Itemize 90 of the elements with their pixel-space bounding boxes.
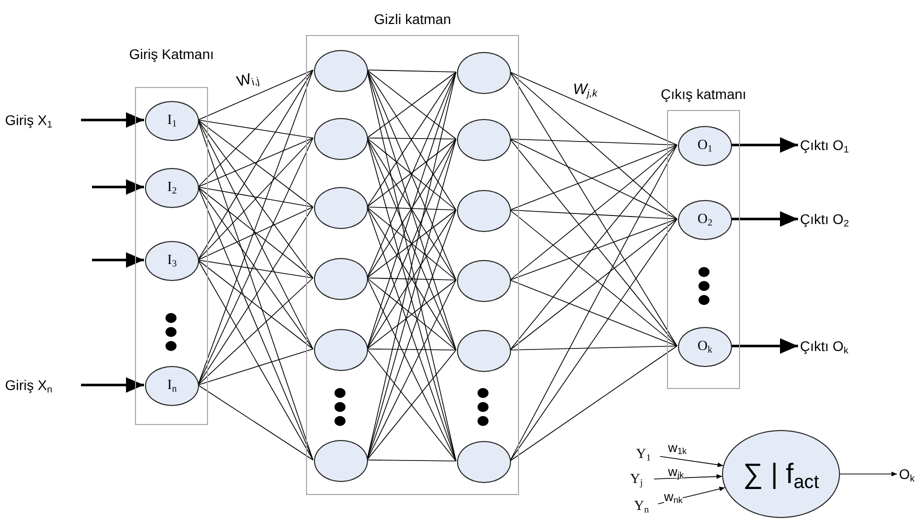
- connection-line: [510, 138, 678, 146]
- connection-line: [510, 218, 678, 462]
- arrow: [92, 179, 144, 195]
- arrow: [840, 472, 898, 476]
- neuron-circle: [678, 200, 732, 240]
- neuron-label: I$_{1}$: [167, 113, 177, 129]
- neuron-circle: [145, 101, 199, 141]
- neuron-circle: [457, 330, 511, 372]
- connection-line: [510, 346, 678, 462]
- neuron-label: O$_{1}$: [698, 138, 712, 154]
- connection-line: [510, 138, 678, 220]
- connection-line: [198, 186, 314, 350]
- neuron-circle: [457, 190, 511, 232]
- signal-label: Y$_{1}$: [636, 445, 658, 464]
- arrow: [654, 474, 722, 480]
- connection-line: [198, 278, 314, 386]
- connection-line: [198, 120, 314, 278]
- layer-heading: Gizli katman: [372, 11, 452, 28]
- connection-line: [510, 72, 678, 220]
- connection-line: [198, 348, 314, 386]
- signal-label: Çıktı O$_{k}$: [800, 336, 880, 356]
- neuron-circle: [314, 187, 368, 229]
- neuron-circle: [314, 329, 368, 371]
- connection-line: [366, 206, 456, 210]
- neuron-circle: [314, 440, 368, 482]
- signal-label: Çıktı O$_{1}$: [800, 135, 880, 155]
- signal-label: Giriş X$_{1}$: [5, 110, 79, 130]
- connection-line: [198, 260, 314, 350]
- connection-line: [198, 260, 314, 460]
- neuron-circle: [314, 50, 368, 92]
- neuron-circle: [457, 260, 511, 302]
- neuron-label: I$_{n}$: [167, 378, 177, 394]
- connection-line: [510, 144, 678, 280]
- neuron-circle: [314, 118, 368, 160]
- connection-line: [198, 70, 314, 188]
- connection-line: [198, 138, 314, 260]
- arrow: [731, 137, 798, 153]
- connection-line: [198, 120, 314, 350]
- connection-line: [198, 186, 314, 208]
- connection-line: [366, 278, 456, 280]
- neuron-circle: [145, 241, 199, 281]
- arrow: [658, 486, 726, 504]
- connection-line: [510, 280, 678, 346]
- neuron-circle: [678, 327, 732, 367]
- connection-line: [366, 348, 456, 350]
- neuron-circle: [145, 168, 199, 208]
- neuron-circle: [314, 258, 368, 300]
- neuron-circle: [145, 366, 199, 406]
- weight-label: W$_{j,k}$: [573, 82, 598, 98]
- neuron-circle: [457, 441, 511, 483]
- connection-line: [510, 72, 678, 146]
- arrow: [92, 252, 144, 268]
- neuron-label: O$_{2}$: [698, 212, 712, 228]
- layer-heading: Çıkış katmanı: [660, 86, 748, 103]
- connection-line: [510, 72, 678, 346]
- signal-label: Y$_{n}$: [634, 497, 656, 517]
- connection-line: [510, 346, 678, 350]
- connection-line: [510, 218, 678, 280]
- connection-line: [198, 384, 314, 460]
- connection-line: [198, 120, 314, 208]
- connection-line: [366, 138, 456, 140]
- connection-line: [510, 144, 678, 210]
- neuron-label: O$_{k}$: [698, 339, 712, 355]
- arrow: [660, 456, 724, 468]
- connection-line: [198, 70, 314, 260]
- connection-line: [198, 70, 314, 120]
- neuron-label: I$_{2}$: [167, 180, 177, 196]
- neuron-circle: [678, 126, 732, 166]
- summation-activation-label: ∑ | f$_{act}$: [743, 458, 819, 490]
- signal-label: Çıktı O$_{2}$: [800, 209, 880, 229]
- connection-line: [198, 186, 314, 278]
- connection-line: [198, 206, 314, 386]
- neuron-label: I$_{3}$: [167, 253, 177, 269]
- signal-label: Giriş X$_{n}$: [5, 375, 79, 395]
- connection-line: [198, 260, 314, 278]
- connection-line: [510, 210, 678, 220]
- arrow: [81, 377, 144, 393]
- neuron-circle: [457, 119, 511, 161]
- signal-label: O$_{k}$: [899, 464, 919, 484]
- arrow: [81, 112, 144, 128]
- connection-line: [198, 120, 314, 138]
- connection-line: [198, 206, 314, 260]
- arrow: [731, 338, 798, 354]
- signal-label: Y$_{j}$: [630, 470, 652, 489]
- arrow: [731, 211, 798, 227]
- neuron-circle: [457, 52, 511, 94]
- connection-line: [366, 460, 456, 462]
- connection-line: [366, 70, 456, 72]
- layer-heading: Giriş Katmanı: [128, 46, 215, 63]
- connection-line: [198, 138, 314, 188]
